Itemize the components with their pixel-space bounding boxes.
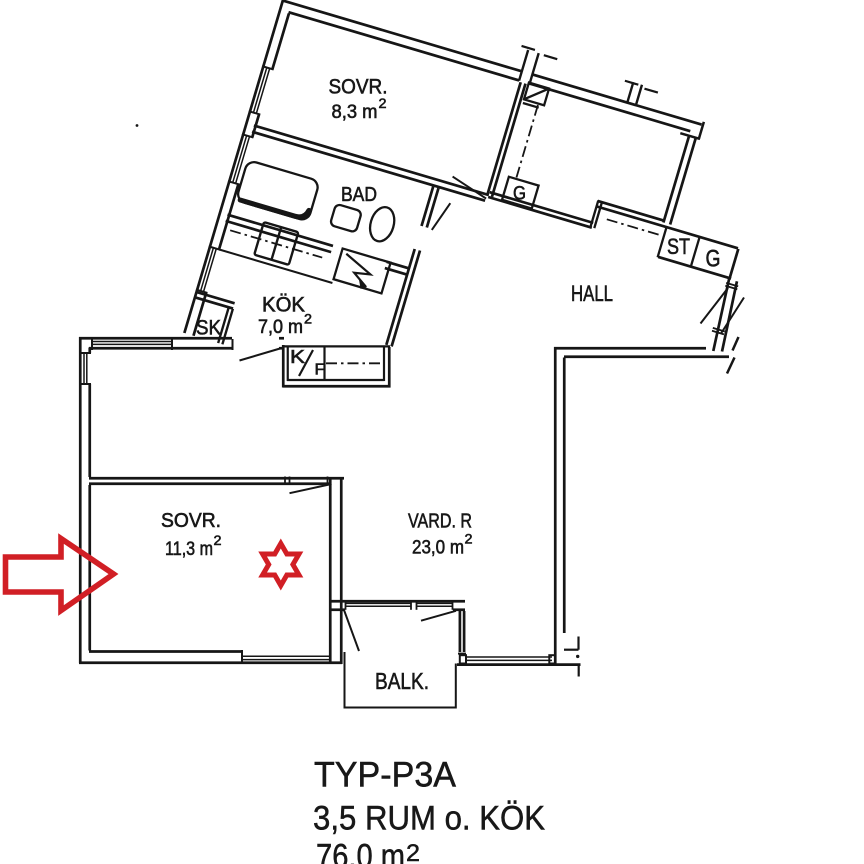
svg-text:ST: ST <box>667 234 690 259</box>
svg-text:KÖK: KÖK <box>262 294 305 317</box>
svg-text:G: G <box>706 246 721 273</box>
svg-text:BAD: BAD <box>341 183 377 206</box>
svg-text:SK: SK <box>196 316 222 340</box>
svg-text:3,5 RUM o. KÖK: 3,5 RUM o. KÖK <box>313 800 545 838</box>
svg-text:7,0 m: 7,0 m <box>258 317 303 338</box>
svg-text:BALK.: BALK. <box>375 668 429 694</box>
svg-text:F: F <box>315 362 326 379</box>
svg-text:2: 2 <box>304 312 312 327</box>
svg-text:76,0 m: 76,0 m <box>316 838 405 864</box>
svg-text:23,0 m: 23,0 m <box>412 538 464 559</box>
svg-text:G: G <box>513 184 526 205</box>
svg-text:SOVR.: SOVR. <box>161 509 221 532</box>
svg-text:8,3 m: 8,3 m <box>332 102 378 123</box>
svg-text:TYP-P3A: TYP-P3A <box>314 756 457 795</box>
svg-text:SOVR.: SOVR. <box>329 76 388 99</box>
svg-text:2: 2 <box>406 840 420 864</box>
svg-text:HALL: HALL <box>571 281 613 306</box>
svg-text:VARD. R: VARD. R <box>408 510 472 533</box>
svg-text:2: 2 <box>214 533 222 548</box>
svg-text:2: 2 <box>379 96 387 111</box>
svg-text:2: 2 <box>465 532 473 547</box>
svg-text:11,3 m: 11,3 m <box>165 539 213 560</box>
svg-text:K: K <box>290 346 306 367</box>
